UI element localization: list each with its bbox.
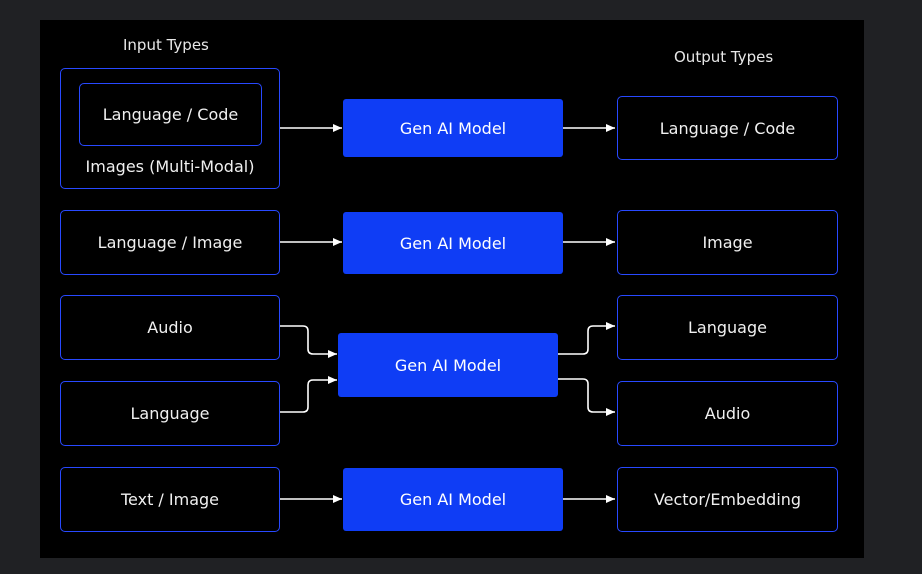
- gen-ai-model-label-4: Gen AI Model: [399, 490, 507, 509]
- arrow-model3-to-language: [558, 322, 615, 355]
- gen-ai-model-box-1: Gen AI Model: [343, 99, 563, 157]
- gen-ai-model-box-4: Gen AI Model: [343, 468, 563, 531]
- gen-ai-model-label-3: Gen AI Model: [394, 355, 502, 375]
- multimodal-input-box: Language / Code Images (Multi-Modal): [60, 68, 280, 189]
- images-multimodal-label: Images (Multi-Modal): [85, 157, 255, 176]
- text-image-input-box: Text / Image: [60, 467, 280, 532]
- audio-input-label: Audio: [147, 318, 193, 337]
- arrow-audio-to-model3: [280, 325, 337, 358]
- image-output-label: Image: [702, 233, 753, 252]
- gen-ai-model-label-1: Gen AI Model: [399, 118, 507, 138]
- language-code-output-label: Language / Code: [659, 118, 796, 138]
- language-output-label: Language: [688, 318, 767, 337]
- gen-ai-model-box-3: Gen AI Model: [338, 333, 558, 397]
- input-types-heading: Input Types: [123, 36, 209, 54]
- connector-arrows: [280, 124, 615, 503]
- language-input-label: Language: [130, 404, 210, 423]
- language-input-box: Language: [60, 381, 280, 446]
- arrow-language-to-model3: [280, 376, 337, 413]
- language-image-input-box: Language / Image: [60, 210, 280, 275]
- language-image-input-label: Language / Image: [97, 233, 243, 252]
- audio-output-label: Audio: [704, 404, 751, 423]
- audio-output-box: Audio: [617, 381, 838, 446]
- image-output-box: Image: [617, 210, 838, 275]
- output-types-heading: Output Types: [674, 48, 774, 66]
- language-code-input-box: Language / Code: [79, 83, 262, 146]
- diagram-canvas: Input Types Output Types Languag: [40, 20, 864, 558]
- vector-embedding-output-box: Vector/Embedding: [617, 467, 838, 532]
- gen-ai-model-label-2: Gen AI Model: [399, 233, 507, 253]
- language-code-input-label: Language / Code: [102, 105, 239, 124]
- gen-ai-model-box-2: Gen AI Model: [343, 212, 563, 274]
- language-code-output-box: Language / Code: [617, 96, 838, 160]
- audio-input-box: Audio: [60, 295, 280, 360]
- vector-embedding-output-label: Vector/Embedding: [653, 490, 802, 509]
- arrow-model3-to-audio: [558, 378, 615, 416]
- language-output-box: Language: [617, 295, 838, 360]
- text-image-input-label: Text / Image: [120, 490, 220, 509]
